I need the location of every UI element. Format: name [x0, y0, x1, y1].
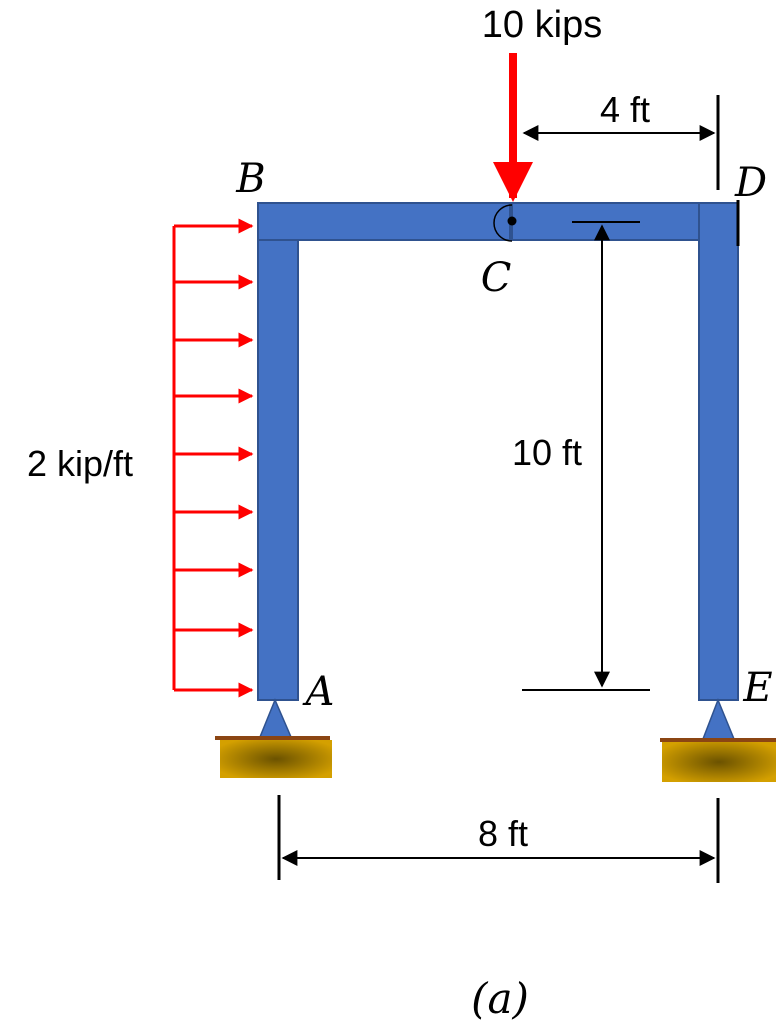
dim-8ft-label: 8 ft	[478, 813, 528, 854]
distributed-load-arrows	[174, 218, 254, 698]
support-e	[660, 697, 776, 782]
node-label-b: B	[235, 156, 265, 202]
dim-4ft-label: 4 ft	[600, 89, 650, 130]
node-label-d: D	[734, 160, 767, 206]
pin-support-a	[258, 698, 293, 738]
pin-support-e	[701, 697, 736, 740]
support-e-base	[662, 742, 776, 782]
column-ab	[257, 202, 299, 701]
figure-caption: (a)	[471, 974, 529, 1023]
support-a	[215, 698, 332, 778]
hinge-pin	[507, 216, 517, 226]
node-label-e: E	[742, 665, 772, 711]
support-a-base	[220, 740, 332, 778]
hinge-c	[493, 204, 513, 242]
node-label-c: C	[481, 255, 512, 301]
distributed-load-label: 2 kip/ft	[27, 443, 133, 484]
distributed-load	[172, 218, 254, 698]
beam-bc	[257, 202, 511, 241]
column-de	[698, 202, 739, 701]
dim-10ft-label: 10 ft	[512, 432, 582, 473]
point-load-label: 10 kips	[482, 4, 602, 46]
node-label-a: A	[302, 669, 335, 715]
